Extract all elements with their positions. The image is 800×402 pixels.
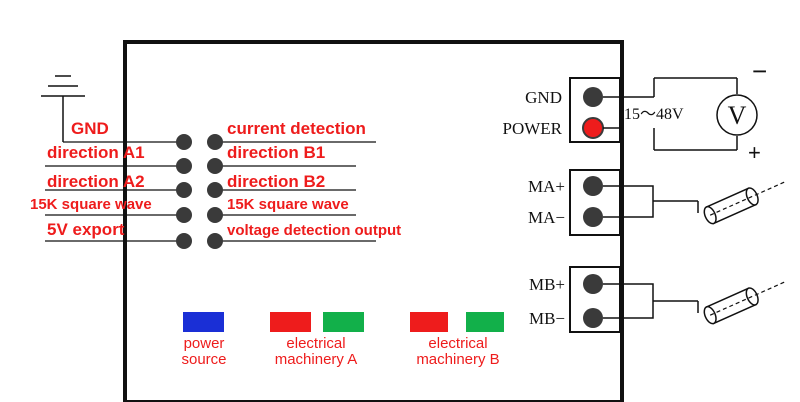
terminal-power	[582, 117, 604, 139]
label-current-detection: current detection	[227, 119, 366, 138]
supply-wiring	[603, 77, 738, 151]
led-motor-b-green	[466, 312, 504, 332]
led-power	[183, 312, 224, 332]
label-square-wave-right: 15K square wave	[227, 196, 349, 213]
label-motor-b-line2: machinery B	[416, 351, 499, 368]
led-motor-a-green	[323, 312, 364, 332]
label-power-line1: power	[184, 335, 225, 352]
right-header-wires	[215, 141, 376, 242]
driver-board	[123, 40, 624, 402]
label-gnd: GND	[71, 119, 109, 138]
label-terminal-gnd: GND	[525, 88, 562, 107]
label-terminal-mb-minus: MB−	[529, 309, 565, 328]
right-pin-column	[207, 134, 223, 249]
pin-current-detection	[207, 134, 223, 150]
voltmeter-icon: V	[716, 94, 758, 136]
label-square-wave-left: 15K square wave	[30, 196, 152, 213]
pin-direction-b2	[207, 182, 223, 198]
motor-a-icon	[703, 181, 786, 225]
label-terminal-ma-plus: MA+	[528, 177, 565, 196]
label-terminal-power: POWER	[503, 119, 563, 138]
supply-plus-sign: +	[748, 140, 761, 165]
label-motor-a-line2: machinery A	[275, 351, 358, 368]
label-direction-b1: direction B1	[227, 143, 325, 162]
pin-square-wave-right	[207, 207, 223, 223]
label-direction-b2: direction B2	[227, 172, 325, 191]
led-motor-a-red	[270, 312, 311, 332]
terminal-gnd	[583, 87, 603, 107]
motor-a-wiring	[603, 185, 699, 218]
terminal-ma-minus	[583, 207, 603, 227]
label-direction-a2: direction A2	[47, 172, 145, 191]
supply-voltage-range: 15～48V	[624, 106, 684, 123]
label-5v-export: 5V export	[47, 220, 125, 239]
led-motor-b-red	[410, 312, 448, 332]
pin-direction-b1	[207, 158, 223, 174]
pin-5v-export	[176, 233, 192, 249]
label-terminal-mb-plus: MB+	[529, 275, 565, 294]
left-header-wires	[45, 141, 184, 242]
ground-symbol-icon	[41, 75, 85, 142]
terminal-mb-minus	[583, 308, 603, 328]
terminal-mb-plus	[583, 274, 603, 294]
pin-square-wave-left	[176, 207, 192, 223]
label-voltage-detection: voltage detection output	[227, 222, 401, 239]
motor-b-wiring	[603, 283, 699, 319]
voltmeter-symbol: V	[728, 101, 747, 130]
supply-minus-sign: −	[752, 56, 767, 86]
pin-gnd	[176, 134, 192, 150]
label-terminal-ma-minus: MA−	[528, 208, 565, 227]
left-pin-column	[176, 134, 192, 249]
motor-b-icon	[703, 281, 786, 325]
label-direction-a1: direction A1	[47, 143, 145, 162]
pin-direction-a2	[176, 182, 192, 198]
pin-direction-a1	[176, 158, 192, 174]
pin-voltage-detection	[207, 233, 223, 249]
label-motor-b-line1: electrical	[428, 335, 487, 352]
label-motor-a-line1: electrical	[286, 335, 345, 352]
terminal-ma-plus	[583, 176, 603, 196]
label-power-line2: source	[181, 351, 226, 368]
